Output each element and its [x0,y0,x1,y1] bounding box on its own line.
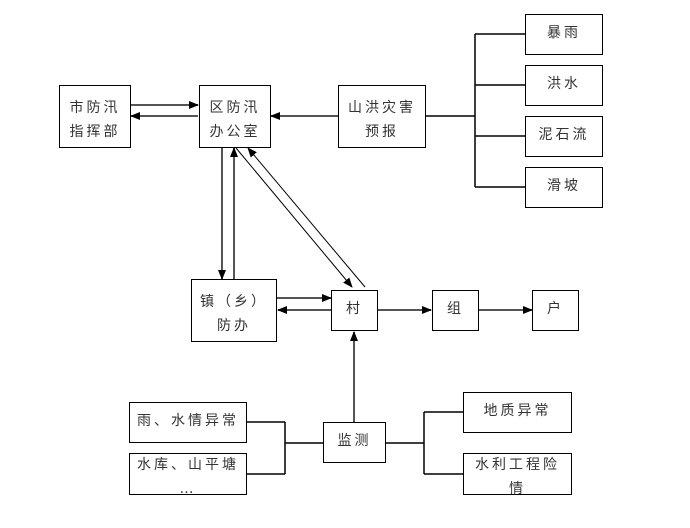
node-city-flood-hq-line1: 市防汛 [69,99,121,116]
node-household-label: 户 [547,301,564,317]
edge-district-to-village [235,147,353,288]
node-landslide: 滑坡 [525,167,603,208]
node-district-flood-office: 区防汛 办公室 [199,85,271,148]
node-flood-label: 洪水 [547,76,581,92]
node-city-flood-hq: 市防汛 指挥部 [59,85,131,148]
node-monitoring-label: 监测 [337,433,372,449]
node-water-project-risk-line2: 情 [509,481,526,495]
node-flood-disaster-warning-line2: 预报 [365,123,399,140]
node-geology-anomaly-label: 地质异常 [483,403,552,419]
node-rainstorm-label: 暴雨 [547,25,581,41]
node-rain-water-anomaly: 雨、水情异常 [129,402,247,443]
edge-village-to-district [247,147,366,288]
node-household: 户 [532,290,579,331]
node-town-flood-office: 镇（乡） 防办 [191,279,277,342]
node-water-project-risk: 水利工程险 情 [463,453,572,495]
node-rain-water-anomaly-label: 雨、水情异常 [137,413,239,429]
node-geology-anomaly: 地质异常 [463,392,572,433]
node-city-flood-hq-line2: 指挥部 [69,123,121,140]
node-reservoir-pond-line1: 水库、山平塘 [137,457,239,473]
node-reservoir-pond-line2: … [179,481,197,495]
node-debris-flow-label: 泥石流 [538,127,590,143]
node-flood-disaster-warning-line1: 山洪灾害 [348,99,416,116]
node-town-flood-office-line2: 防办 [217,317,251,334]
node-group-label: 组 [447,301,464,317]
node-landslide-label: 滑坡 [547,178,581,194]
node-water-project-risk-line1: 水利工程险 [475,457,560,473]
node-village-label: 村 [346,301,363,317]
node-flood: 洪水 [525,65,603,106]
node-group: 组 [432,290,479,331]
node-village: 村 [331,290,378,331]
node-rainstorm: 暴雨 [525,14,603,55]
node-reservoir-pond: 水库、山平塘 … [129,453,247,495]
node-district-flood-office-line1: 区防汛 [209,99,261,116]
node-debris-flow: 泥石流 [525,116,603,157]
node-town-flood-office-line1: 镇（乡） [200,293,268,310]
node-district-flood-office-line2: 办公室 [209,123,261,140]
node-flood-disaster-warning: 山洪灾害 预报 [338,85,426,148]
node-monitoring: 监测 [323,422,386,463]
